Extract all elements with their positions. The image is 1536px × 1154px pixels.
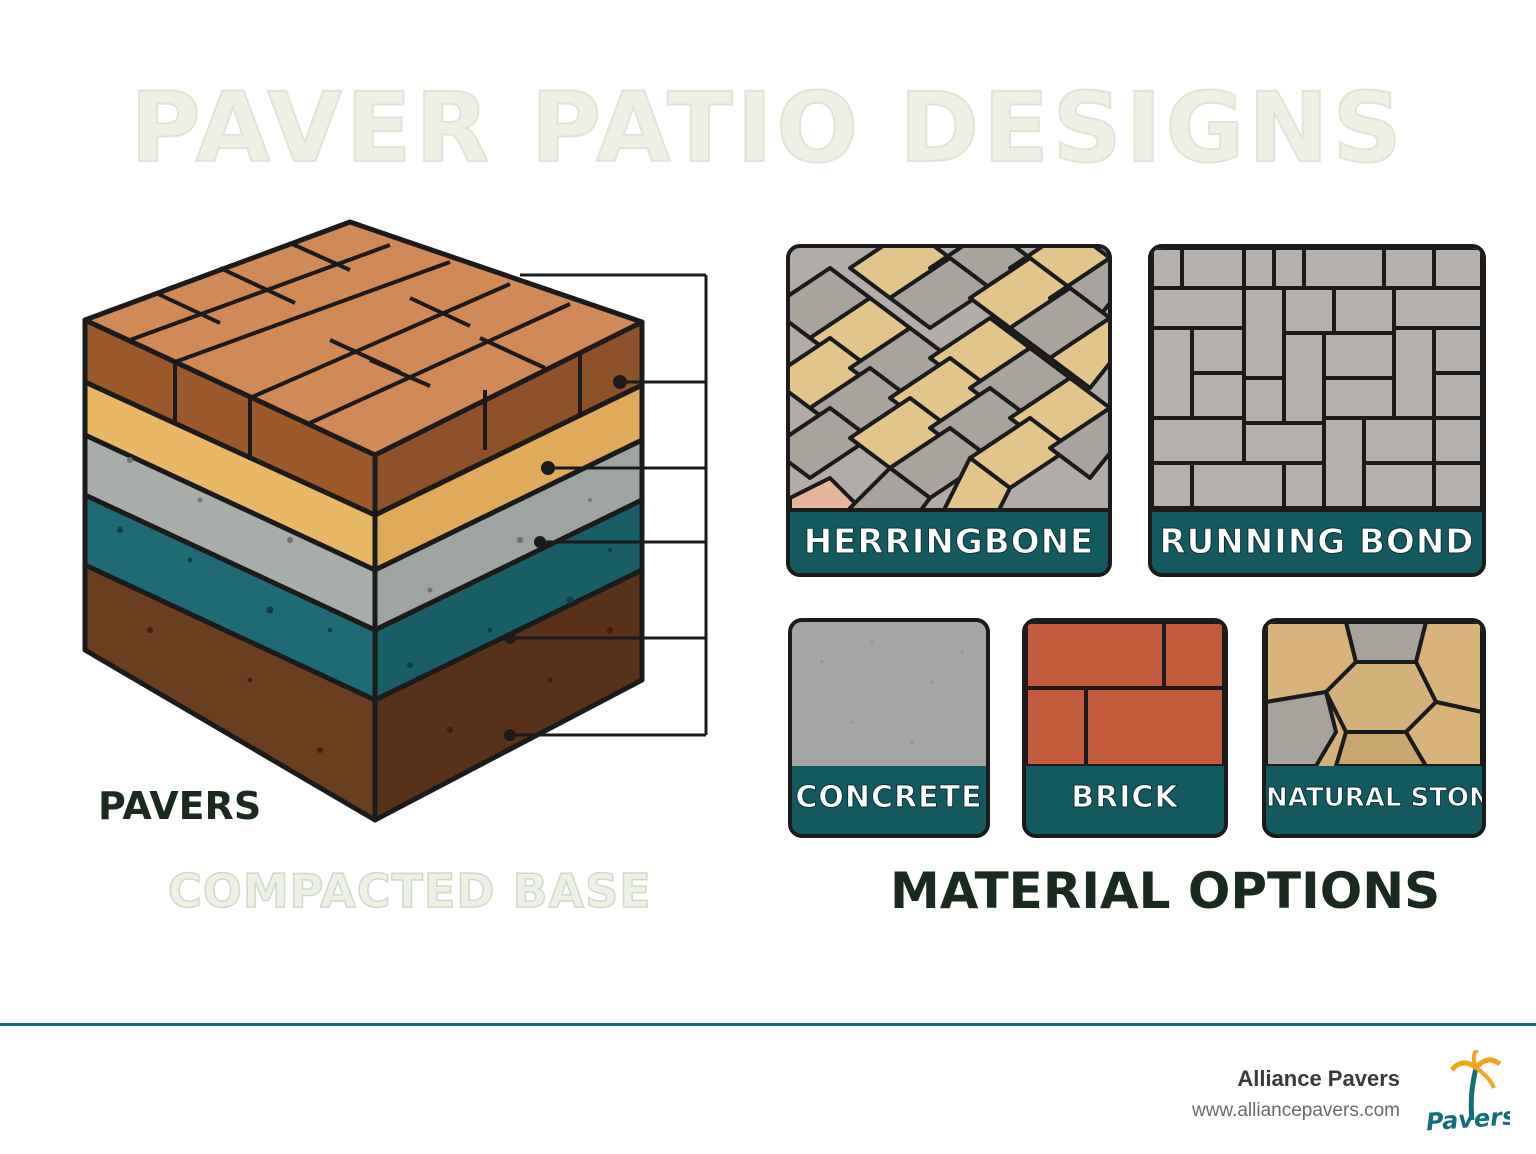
brick-swatch bbox=[1026, 622, 1224, 766]
material-options-title: MATERIAL OPTIONS bbox=[890, 862, 1441, 920]
concrete-label: CONCRETE bbox=[792, 766, 986, 830]
gravel-speckles bbox=[127, 457, 592, 593]
brick-tile: BRICK bbox=[1022, 618, 1228, 838]
concrete-tile: CONCRETE bbox=[788, 618, 990, 838]
paver-layer bbox=[82, 219, 645, 518]
footer-divider bbox=[0, 1023, 1536, 1026]
herringbone-pattern bbox=[790, 248, 1108, 508]
concrete-swatch bbox=[792, 622, 986, 766]
soil-speckles bbox=[147, 627, 613, 753]
running-bond-tile: RUNNING BOND bbox=[1148, 244, 1486, 577]
brand-url[interactable]: www.alliancepavers.com bbox=[1191, 1100, 1400, 1121]
paver-layers-diagram bbox=[82, 219, 708, 823]
logo-text: Pavers bbox=[1425, 1102, 1510, 1136]
pavers-label: PAVERS bbox=[98, 784, 262, 828]
running-bond-pattern bbox=[1152, 248, 1482, 508]
natural-stone-label: NATURAL STONE bbox=[1266, 766, 1482, 830]
herringbone-label: HERRINGBONE bbox=[790, 508, 1108, 573]
callout-lines bbox=[510, 273, 708, 737]
natural-stone-swatch bbox=[1266, 622, 1482, 766]
herringbone-tile: HERRINGBONE bbox=[786, 244, 1112, 577]
brick-label: BRICK bbox=[1026, 766, 1224, 830]
running-bond-label: RUNNING BOND bbox=[1152, 508, 1482, 573]
page-title: PAVER PATIO DESIGNS bbox=[129, 71, 1406, 185]
palm-tree-icon: Pavers bbox=[1425, 1048, 1517, 1136]
natural-stone-tile: NATURAL STONE bbox=[1262, 618, 1486, 838]
teal-speckles bbox=[117, 527, 612, 668]
compacted-base-label: COMPACTED BASE bbox=[167, 863, 652, 919]
alliance-pavers-logo: Pavers bbox=[1420, 1048, 1517, 1140]
callout-dots bbox=[504, 375, 627, 741]
brand-name: Alliance Pavers bbox=[1237, 1066, 1400, 1091]
